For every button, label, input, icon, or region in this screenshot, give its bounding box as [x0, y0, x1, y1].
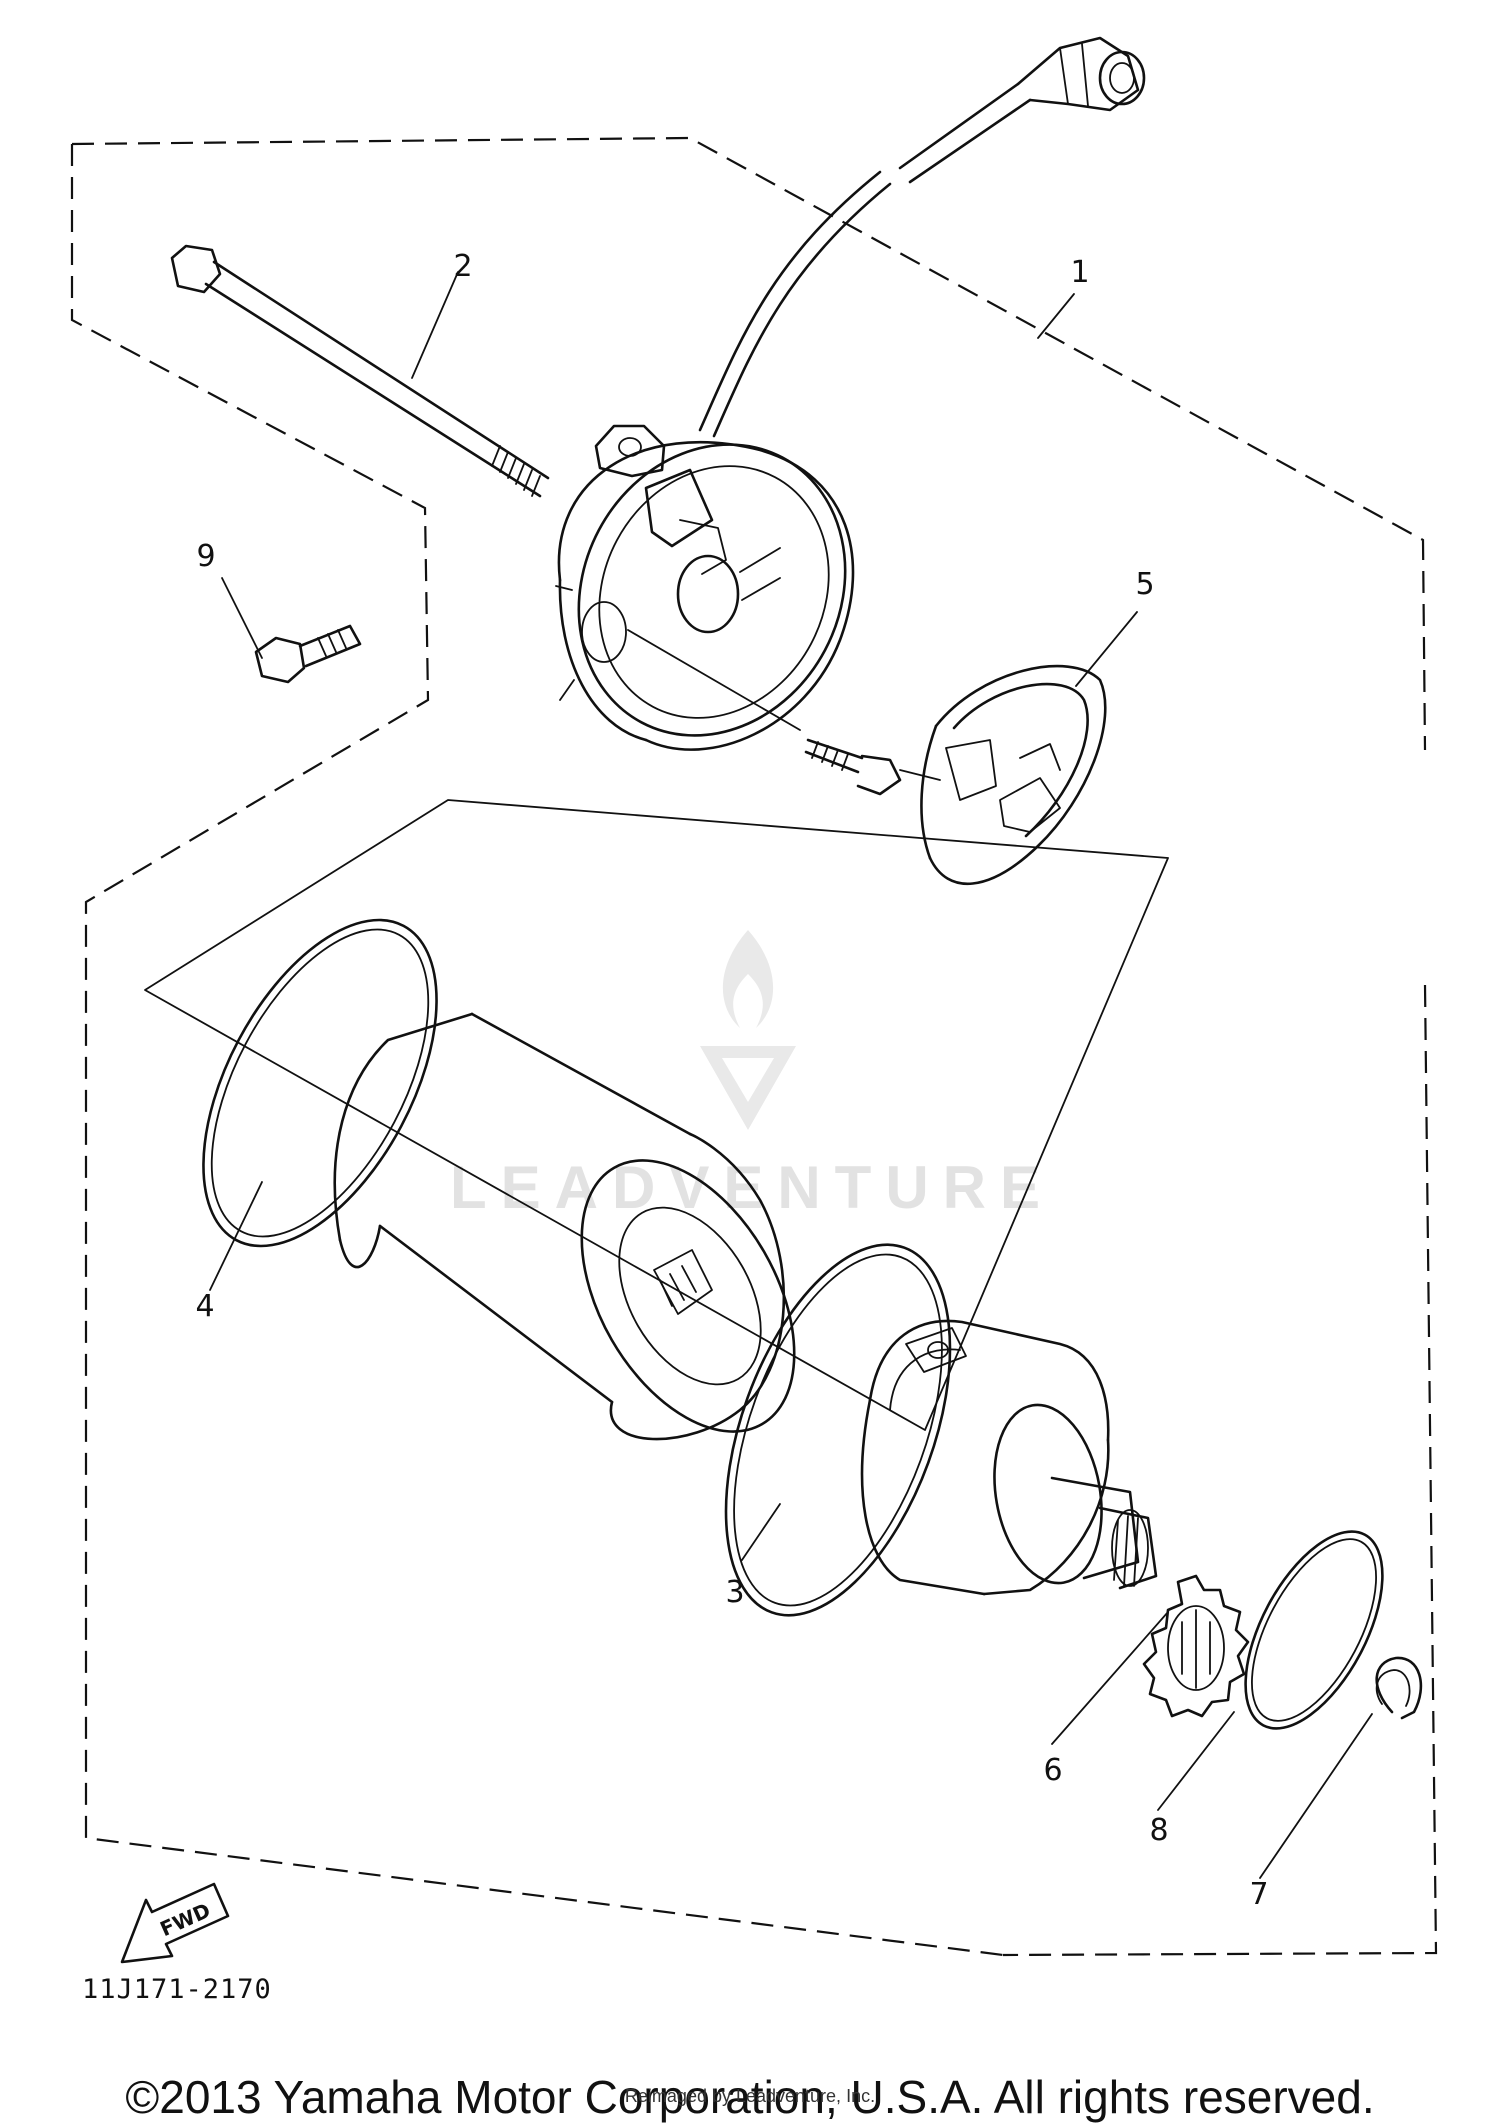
callout-4: 4	[195, 1289, 214, 1324]
front-cover	[860, 1319, 1158, 1596]
plane-outline	[144, 799, 1169, 1431]
watermark-logo: LEADVENTURE	[450, 930, 1054, 1221]
copyright-notice: ©2013 Yamaha Motor Corporation, U.S.A. A…	[125, 2071, 1375, 2123]
callout-8: 8	[1149, 1813, 1168, 1848]
through-bolt	[170, 244, 550, 498]
callout-5: 5	[1135, 567, 1154, 602]
assembly-outline	[70, 136, 1438, 1957]
fwd-arrow-icon: FWD	[120, 1882, 230, 1964]
leader-lines	[209, 271, 1373, 1879]
callout-3: 3	[725, 1575, 744, 1610]
drawing-code: 11J171-2170	[82, 1974, 272, 2005]
reseller-notice: Reimaged by Leadventure, Inc.	[624, 2086, 876, 2106]
circlip	[1375, 1656, 1423, 1720]
lead-wire	[698, 36, 1146, 438]
motor-yoke	[333, 1012, 796, 1441]
mounting-bolt	[254, 624, 362, 684]
o-ring-rear	[202, 918, 438, 1248]
callout-9: 9	[196, 539, 215, 574]
callout-7: 7	[1249, 1877, 1268, 1912]
watermark-text: LEADVENTURE	[450, 1154, 1054, 1221]
o-ring-small	[1244, 1530, 1384, 1730]
o-ring-front	[724, 1243, 952, 1617]
rear-cover	[555, 424, 855, 751]
callout-1: 1	[1070, 255, 1089, 290]
pinion-gear	[1142, 1574, 1250, 1718]
brush-plate	[804, 664, 1107, 886]
callout-6: 6	[1043, 1753, 1062, 1788]
callout-2: 2	[453, 249, 472, 284]
